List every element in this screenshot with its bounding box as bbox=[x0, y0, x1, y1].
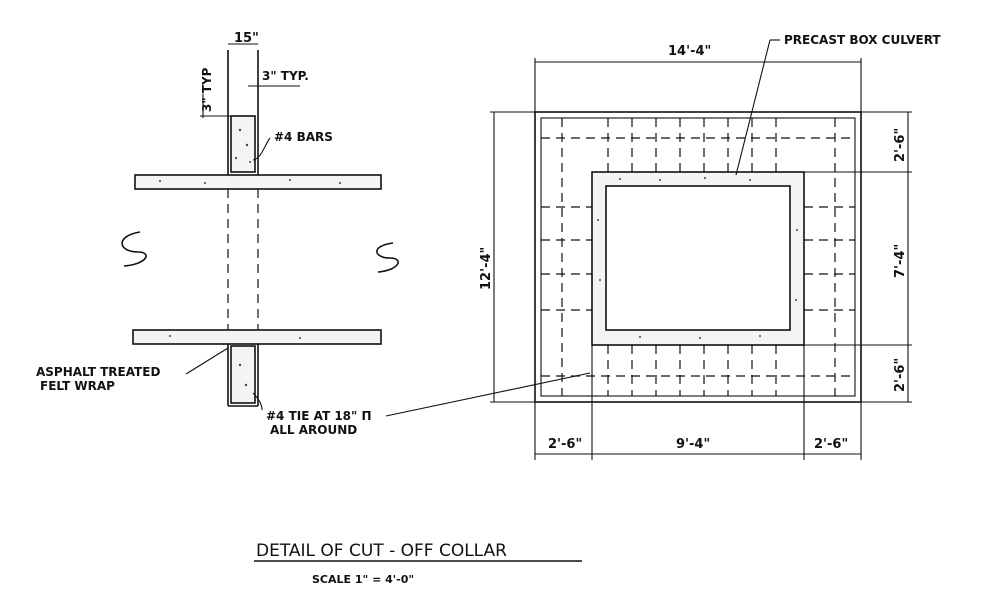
concrete-speckle-culvert bbox=[597, 177, 798, 339]
collar-outer-edge bbox=[534, 111, 862, 403]
overall-width-label: 14'-4" bbox=[668, 44, 711, 59]
concrete-speckle-section bbox=[159, 128, 341, 387]
culvert-label: PRECAST BOX CULVERT bbox=[784, 33, 941, 47]
collar-inner-offset bbox=[540, 117, 856, 397]
felt-leader bbox=[185, 347, 229, 375]
bottom-band-label: 2'-6" bbox=[893, 358, 908, 392]
felt-label-line2: FELT WRAP bbox=[40, 379, 115, 393]
felt-label-line1: ASPHALT TREATED bbox=[36, 365, 160, 379]
culvert-opening bbox=[605, 185, 791, 331]
bars-label: #4 BARS bbox=[274, 130, 333, 144]
top-band-label: 2'-6" bbox=[893, 128, 908, 162]
center-span-label: 9'-4" bbox=[676, 437, 710, 452]
cover-typ-v-label: 3" TYP bbox=[200, 67, 214, 112]
section-view: 15" 3" TYP. 3" TYP #4 BARS ASPHALT TREAT… bbox=[36, 31, 591, 437]
reinforcing-grid bbox=[541, 118, 855, 396]
tie-label-line2: ALL AROUND bbox=[270, 423, 357, 437]
culvert-leader bbox=[735, 39, 771, 176]
overall-height-label: 12'-4" bbox=[479, 247, 494, 290]
cover-typ-h-label: 3" TYP. bbox=[262, 69, 309, 83]
mid-band-label: 7'-4" bbox=[893, 244, 908, 278]
drawing-scale: SCALE 1" = 4'-0" bbox=[312, 573, 414, 586]
tie-leader bbox=[252, 392, 263, 411]
break-symbol-left bbox=[121, 231, 147, 267]
bottom-slab bbox=[132, 329, 382, 345]
collar-width-label: 15" bbox=[234, 31, 259, 46]
right-band-label: 2'-6" bbox=[814, 437, 848, 452]
collar-concrete-top bbox=[230, 115, 256, 173]
elevation-view: 14'-4" 12'-4" 2'-6" 7'-4" 2'-6" 2'-6" 9'… bbox=[479, 33, 941, 460]
break-symbol-right bbox=[376, 242, 399, 273]
top-slab bbox=[134, 174, 382, 190]
tie-callout-line bbox=[385, 372, 591, 417]
tie-label-line1: #4 TIE AT 18" Π bbox=[266, 409, 372, 423]
collar-concrete-bottom bbox=[230, 345, 256, 404]
title-block: DETAIL OF CUT - OFF COLLAR SCALE 1" = 4'… bbox=[254, 541, 582, 586]
bars-leader bbox=[252, 137, 271, 161]
left-band-label: 2'-6" bbox=[548, 437, 582, 452]
drawing-title: DETAIL OF CUT - OFF COLLAR bbox=[256, 541, 507, 561]
